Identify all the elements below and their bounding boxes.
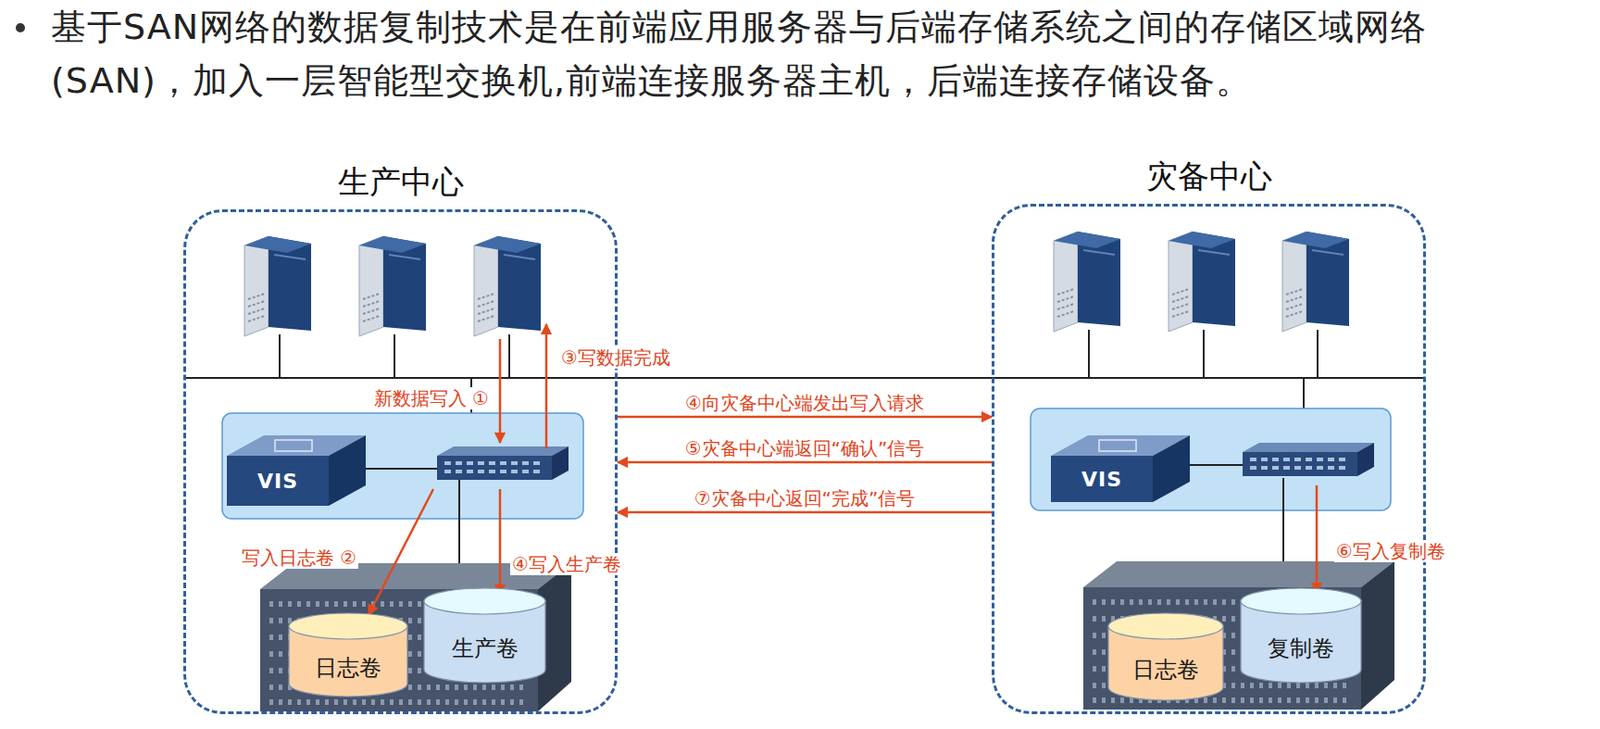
storage-array [260,562,572,712]
volume-label: 日志卷 [314,652,382,683]
signal-arrow [617,511,992,514]
vis-box-shape [1050,435,1190,502]
switch-icon [1242,442,1375,476]
server-icon [359,236,426,337]
step-label: 新数据写入 ① [372,387,491,410]
server-icon [474,236,541,337]
storage-array [1083,561,1395,710]
step-label: ⑥写入复制卷 [1334,539,1448,563]
log-volume: 日志卷 [1107,612,1225,701]
production-volume: 生产卷 [423,587,547,684]
switch-icon [437,446,569,480]
intro-paragraph: 基于SAN网络的数据复制技术是在前端应用服务器与后端存储系统之间的存储区域网络 … [50,0,1551,108]
flow-arrows [368,324,1317,615]
step-label: ③写数据完成 [559,346,673,369]
signal-arrow [617,415,992,419]
cylinder-shape [1239,587,1363,684]
volume-label: 生产卷 [451,633,519,663]
switch-band [222,412,584,519]
server-icon [1282,231,1350,332]
cylinder-shape [423,587,547,684]
cylinder-shape [1107,612,1225,701]
volume-label: 日志卷 [1132,654,1200,685]
network-bus [183,376,1424,379]
region-title: 灾备中心 [994,156,1424,196]
device-label: VIS [257,469,299,493]
switch-band [1030,408,1391,511]
bullet-dot [15,23,25,33]
log-volume: 日志卷 [287,612,409,698]
device-links [365,464,1284,569]
data-center-region: 灾备中心VIS日志卷复制卷 [991,203,1426,714]
server-icon [1053,231,1121,332]
replica-volume: 复制卷 [1239,587,1363,684]
vis-box-shape [226,435,366,506]
step-label: ④写入生产卷 [510,552,624,575]
volume-label: 复制卷 [1267,633,1335,663]
step-label: 写入日志卷 ② [239,546,359,569]
edge-label: ④向灾备中心端发出写入请求 [682,391,927,414]
data-center-region: 生产中心VIS日志卷生产卷 [183,209,618,714]
edge-label: ⑤灾备中心端返回“确认”信号 [682,437,928,460]
region-title: 生产中心 [186,162,615,201]
vis-appliance: VIS [226,435,366,506]
cylinder-shape [287,612,409,698]
server-icon [1168,231,1236,332]
server-icon [244,236,312,337]
edge-label: ⑦灾备中心返回“完成”信号 [691,487,919,510]
vis-appliance: VIS [1050,435,1190,502]
device-label: VIS [1081,467,1123,491]
signal-arrow [617,461,992,464]
